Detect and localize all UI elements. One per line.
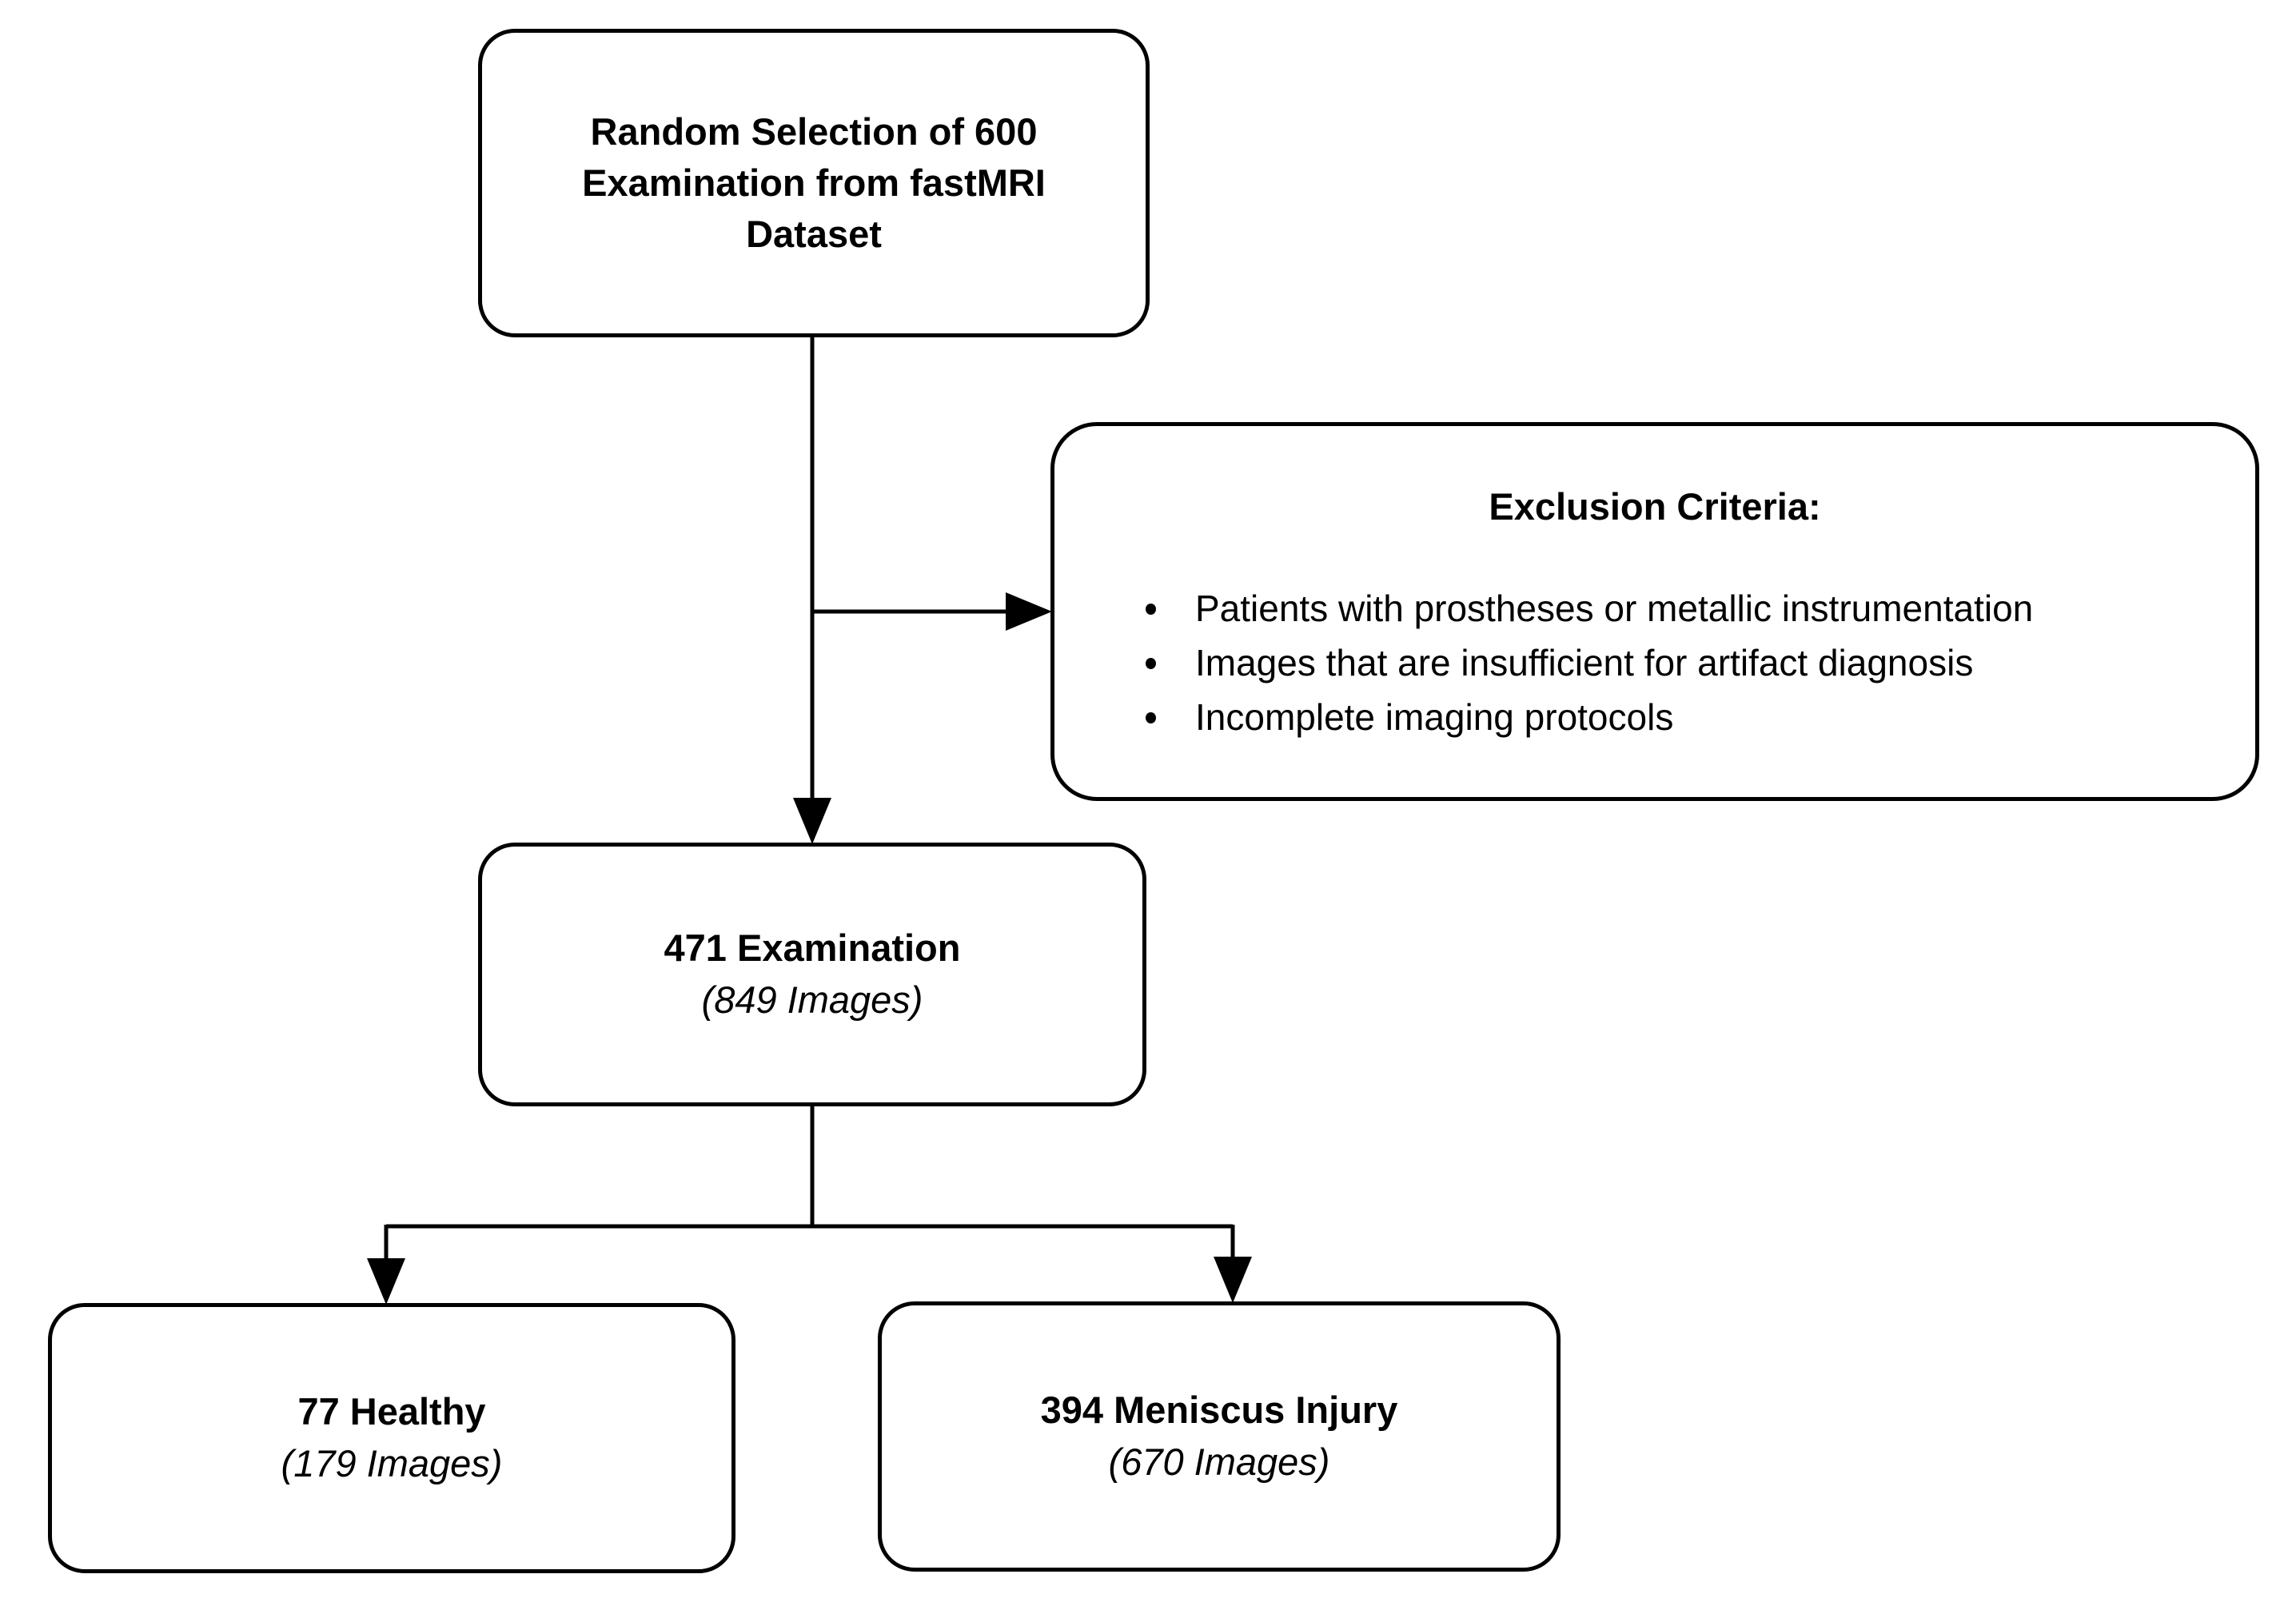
exclusion-criteria-list: Patients with prostheses or metallic ins… [1054, 581, 2255, 744]
arrowhead-down-included-icon [793, 798, 831, 844]
node-included-examinations: 471 Examination (849 Images) [478, 843, 1146, 1106]
bullet-icon [1146, 712, 1156, 723]
exclusion-item-text: Images that are insufficient for artifac… [1195, 642, 1974, 683]
exclusion-criteria-title: Exclusion Criteria: [1489, 485, 1821, 528]
exclusion-item-text: Incomplete imaging protocols [1195, 696, 1674, 738]
included-title: 471 Examination [664, 927, 961, 969]
meniscus-title: 394 Meniscus Injury [1040, 1389, 1398, 1431]
node-random-selection-line2: Examination from fastMRI [582, 161, 1046, 204]
exclusion-item: Images that are insufficient for artifac… [1142, 636, 2231, 690]
meniscus-subtitle: (670 Images) [1108, 1441, 1330, 1483]
arrowhead-right-exclusion-icon [1006, 592, 1052, 631]
node-meniscus-injury: 394 Meniscus Injury (670 Images) [878, 1301, 1561, 1572]
node-random-selection: Random Selection of 600 Examination from… [478, 29, 1150, 337]
exclusion-item-text: Patients with prostheses or metallic ins… [1195, 588, 2034, 629]
node-random-selection-line3: Dataset [746, 213, 882, 255]
node-random-selection-line1: Random Selection of 600 [590, 110, 1038, 153]
node-exclusion-criteria: Exclusion Criteria: Patients with prosth… [1050, 422, 2259, 801]
bullet-icon [1146, 604, 1156, 615]
arrowhead-down-meniscus-icon [1214, 1257, 1252, 1303]
healthy-subtitle: (179 Images) [281, 1442, 503, 1484]
exclusion-item: Incomplete imaging protocols [1142, 690, 2231, 744]
bullet-icon [1146, 658, 1156, 669]
exclusion-item: Patients with prostheses or metallic ins… [1142, 581, 2231, 636]
node-healthy: 77 Healthy (179 Images) [48, 1303, 735, 1573]
included-subtitle: (849 Images) [701, 978, 923, 1021]
healthy-title: 77 Healthy [297, 1390, 486, 1433]
arrowhead-down-healthy-icon [367, 1258, 405, 1305]
